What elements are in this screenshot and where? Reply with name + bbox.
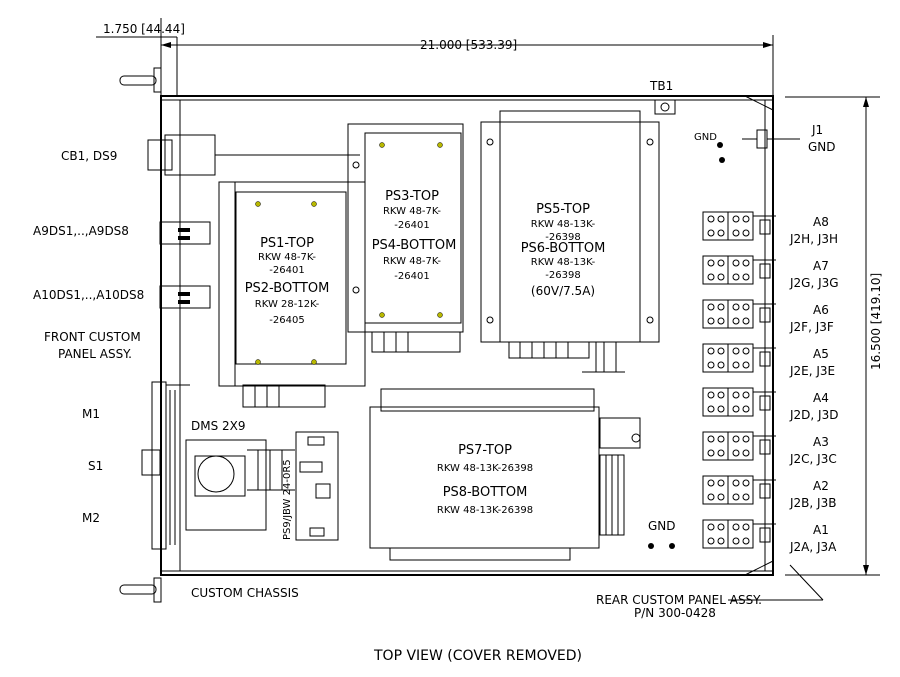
ps5-model-1: RKW 48-13K- [531,219,596,230]
gnd-bottom-label: GND [648,519,676,533]
gnd-top-studs: GND [694,132,725,163]
ps4-label: PS4-BOTTOM [372,238,457,253]
rear-panel-callout: REAR CUSTOM PANEL ASSY. P/N 300-0428 [596,564,824,620]
ps6-rating: (60V/7.5A) [531,284,595,298]
ps9-board [295,431,339,541]
cb1-ds9-label: CB1, DS9 [61,149,117,163]
rear-panel-label-2: P/N 300-0428 [634,606,716,620]
ps6-model-1: RKW 48-13K- [531,257,596,268]
ps5-model-2: -26398 [545,232,580,243]
ps3-label: PS3-TOP [385,189,439,204]
connector-a-label: A7 [813,259,829,273]
connector-j-label: J2H, J3H [789,232,838,246]
connector-j-label: J2F, J3F [789,320,834,334]
m2-label: M2 [82,511,100,525]
dms-label: DMS 2X9 [191,419,246,433]
dimension-width: 21.000 [533.39] [160,18,774,95]
j1-gnd-stud: J1 GND [742,123,836,154]
connector-a-label: A2 [813,479,829,493]
ps7-model: RKW 48-13K-26398 [437,463,533,474]
ps4-model-1: RKW 48-7K- [383,256,441,267]
ps1-ps2-module: PS1-TOP RKW 48-7K- -26401 PS2-BOTTOM RKW… [218,181,366,408]
ps4-model-2: -26401 [394,271,429,282]
connector-a-label: A1 [813,523,829,537]
ps6-model-2: -26398 [545,270,580,281]
a10-label: A10DS1,..,A10DS8 [33,288,144,302]
a9-label: A9DS1,..,A9DS8 [33,224,129,238]
drawing-caption: TOP VIEW (COVER REMOVED) [373,648,582,664]
connector-a-label: A3 [813,435,829,449]
m1-label: M1 [82,407,100,421]
ps1-model-1: RKW 48-7K- [258,252,316,263]
connector-j-label: J2E, J3E [789,364,835,378]
ps9-label: PS9/JBW 24-0R5 [282,459,293,540]
dimension-depth: 16.500 [419.10] [785,96,883,576]
depth-dimension-label: 16.500 [419.10] [869,273,883,370]
connector-j-label: J2C, J3C [789,452,837,466]
ps3-model-1: RKW 48-7K- [383,206,441,217]
connector-a-label: A8 [813,215,829,229]
a9-led-bar [159,221,211,245]
tb1-label: TB1 [649,79,673,93]
ps2-label: PS2-BOTTOM [245,281,330,296]
front-offset-dimension-label: 1.750 [44.44] [103,22,185,36]
ps7-ps8-module: PS7-TOP RKW 48-13K-26398 PS8-BOTTOM RKW … [369,388,641,561]
s1-label: S1 [88,459,103,473]
dimension-front-offset: 1.750 [44.44] [96,22,185,95]
connector-a-label: A6 [813,303,829,317]
gnd-top-label: GND [694,132,717,143]
m1-s1-m2-assembly [141,381,295,550]
ps2-model-1: RKW 28-12K- [255,299,320,310]
connector-j-label: J2D, J3D [789,408,838,422]
ps3-model-2: -26401 [394,220,429,231]
connector-a-label: A4 [813,391,829,405]
ps5-ps6-module: PS5-TOP RKW 48-13K- -26398 PS6-BOTTOM RK… [480,110,660,373]
gnd-bottom-studs: GND [648,519,676,549]
ps8-label: PS8-BOTTOM [443,485,528,500]
cb1-switch [147,134,360,176]
ps5-label: PS5-TOP [536,202,590,217]
j1-gnd-label: GND [808,140,836,154]
connector-j-label: J2A, J3A [789,540,837,554]
width-dimension-label: 21.000 [533.39] [420,38,517,52]
connector-a-label: A5 [813,347,829,361]
a10-led-bar [159,285,211,309]
ps3-ps4-module: PS3-TOP RKW 48-7K- -26401 PS4-BOTTOM RKW… [347,123,464,353]
custom-chassis-label: CUSTOM CHASSIS [191,586,299,600]
tb1-terminal: TB1 [649,79,676,115]
ps2-model-2: -26405 [269,315,304,326]
connector-j-label: J2B, J3B [789,496,836,510]
j1-label: J1 [811,123,823,137]
ps6-label: PS6-BOTTOM [521,241,606,256]
ps1-model-2: -26401 [269,265,304,276]
front-panel-label-2: PANEL ASSY. [58,347,132,361]
ps7-label: PS7-TOP [458,443,512,458]
connector-j-label: J2G, J3G [789,276,839,290]
ps8-model: RKW 48-13K-26398 [437,505,533,516]
rear-panel-label-1: REAR CUSTOM PANEL ASSY. [596,593,762,607]
ps1-label: PS1-TOP [260,236,314,251]
front-panel-label-1: FRONT CUSTOM [44,330,141,344]
